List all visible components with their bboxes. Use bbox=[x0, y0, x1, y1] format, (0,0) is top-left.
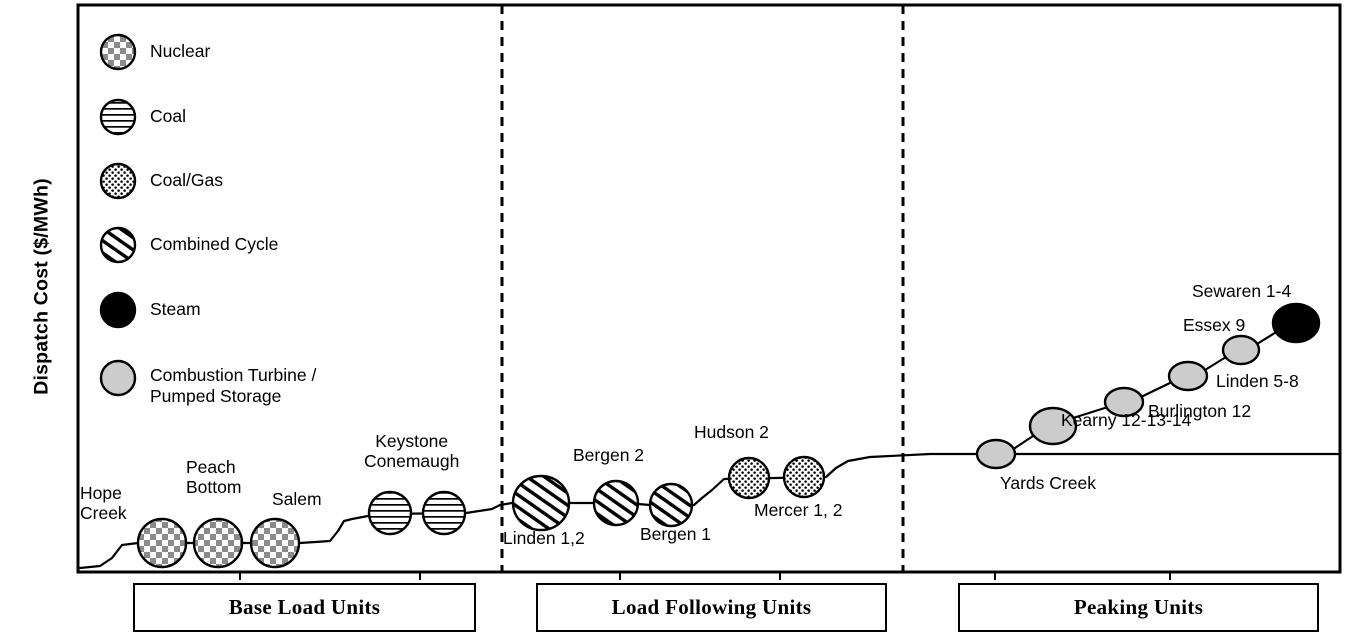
plot-frame bbox=[76, 3, 1342, 574]
legend-label-nuclear: Nuclear bbox=[150, 41, 211, 61]
label-kearny-12-13-14: Kearny 12-13-14 bbox=[1061, 410, 1192, 430]
label-hope-creek: Hope Creek bbox=[80, 483, 127, 523]
label-keystone-conemaugh: Keystone Conemaugh bbox=[364, 431, 460, 471]
legend-label-combined-cycle: Combined Cycle bbox=[150, 234, 279, 254]
marker-essex-9 bbox=[1221, 334, 1261, 366]
section-dividers bbox=[500, 5, 905, 572]
legend-marker-coal-gas bbox=[99, 162, 137, 200]
legend-marker-ct-pumped bbox=[99, 359, 137, 397]
category-box-load-following: Load Following Units bbox=[536, 583, 887, 632]
label-bergen-2: Bergen 2 bbox=[573, 445, 645, 465]
data-markers bbox=[136, 302, 1321, 569]
legend-marker-coal bbox=[99, 98, 137, 136]
peaking-curve bbox=[1010, 329, 1280, 452]
marker-bergen-1 bbox=[648, 482, 694, 528]
label-burlington-12: Burlington 12 bbox=[1148, 401, 1252, 421]
legend-marker-nuclear bbox=[99, 33, 137, 71]
marker-hope-creek bbox=[136, 517, 188, 569]
label-yards-creek: Yards Creek bbox=[1000, 473, 1096, 493]
label-peach-bottom: Peach Bottom bbox=[186, 457, 242, 497]
legend-label-coal-gas: Coal/Gas bbox=[150, 170, 223, 190]
label-hudson-2: Hudson 2 bbox=[694, 422, 769, 442]
marker-burlington-12 bbox=[1103, 386, 1145, 418]
label-salem: Salem bbox=[272, 489, 322, 509]
label-essex-9: Essex 9 bbox=[1183, 315, 1246, 335]
legend-label-coal: Coal bbox=[150, 106, 186, 126]
marker-linden-1-2 bbox=[511, 474, 571, 532]
label-mercer-1-2: Mercer 1, 2 bbox=[754, 500, 843, 520]
x-axis-ticks bbox=[239, 572, 1171, 580]
label-bergen-1: Bergen 1 bbox=[640, 524, 712, 544]
label-linden-5-8: Linden 5-8 bbox=[1216, 371, 1299, 391]
category-box-base-load: Base Load Units bbox=[133, 583, 476, 632]
marker-mercer-1-2 bbox=[782, 455, 826, 499]
marker-bergen-2 bbox=[592, 479, 640, 527]
legend-label-steam: Steam bbox=[150, 299, 201, 319]
marker-hudson-2 bbox=[727, 456, 771, 500]
legend-markers bbox=[99, 33, 137, 397]
legend-marker-combined-cycle bbox=[99, 226, 137, 264]
label-sewaren-1-4: Sewaren 1-4 bbox=[1192, 281, 1292, 301]
marker-peach-bottom bbox=[192, 517, 244, 569]
marker-keystone bbox=[367, 490, 413, 536]
legend-marker-steam bbox=[99, 291, 137, 329]
category-box-peaking: Peaking Units bbox=[958, 583, 1319, 632]
legend-label-ct-pumped-storage: Combustion Turbine / Pumped Storage bbox=[150, 365, 317, 406]
marker-conemaugh bbox=[421, 490, 467, 536]
marker-kearny bbox=[1028, 406, 1078, 446]
marker-linden-5-8 bbox=[1167, 360, 1209, 392]
marker-yards-creek bbox=[975, 438, 1017, 470]
marker-salem bbox=[249, 517, 301, 569]
label-linden-1-2: Linden 1,2 bbox=[503, 528, 585, 548]
marker-sewaren-1-4 bbox=[1271, 302, 1321, 344]
